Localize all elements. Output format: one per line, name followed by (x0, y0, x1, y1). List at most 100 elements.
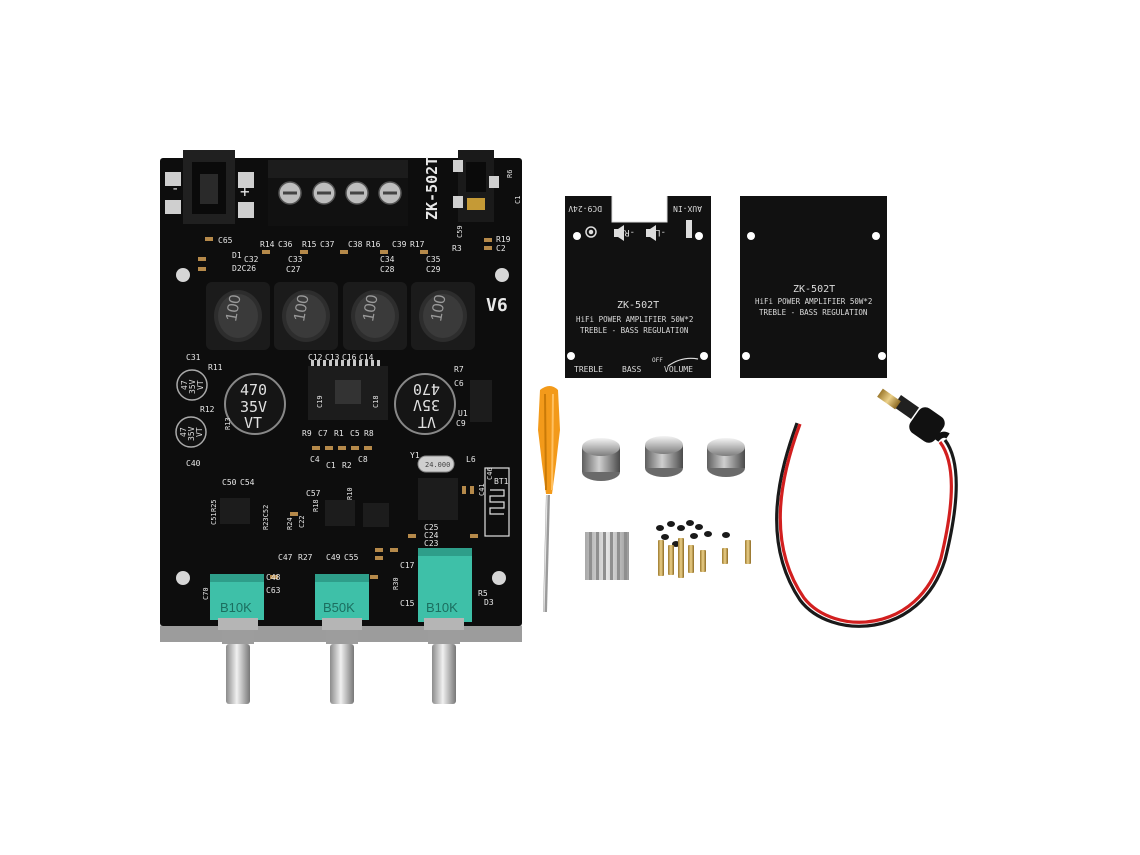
ref-u1: U1 (458, 409, 468, 418)
plate-bass-label: BASS (622, 365, 641, 374)
ref-c39: C39 (392, 240, 407, 249)
ref-c38: C38 (348, 240, 363, 249)
cap-small-top-3: VT (196, 380, 205, 390)
cap-small-bottom-3: VT (195, 427, 204, 437)
ref-c9: C9 (456, 419, 466, 428)
ref-r30: R30 (392, 577, 400, 590)
ref-r15: R15 (302, 240, 317, 249)
plate-treble-label: TREBLE (574, 365, 603, 374)
ref-c18: C18 (372, 395, 380, 408)
ref-c35: C35 (426, 255, 441, 264)
ref-r24: R24 (286, 517, 294, 530)
knob-2 (645, 436, 683, 477)
cap-right-line-2: 35V (413, 396, 440, 414)
potentiometer-bass (315, 574, 369, 704)
ref-c46: C46 (486, 467, 494, 480)
pot-label-2: B50K (323, 600, 355, 615)
ref-c31: C31 (186, 353, 201, 362)
plate-volume-label: VOLUME (664, 365, 693, 374)
ref-c1-top: C1 (514, 196, 522, 204)
ref-r13: R13 (224, 417, 232, 430)
inductor-label-1: 100 (223, 293, 244, 322)
ref-c16: C16 (342, 353, 357, 362)
ref-c4: C4 (310, 455, 320, 464)
speaker-r-icon (614, 225, 624, 241)
front-panel-plate (565, 196, 711, 378)
dc-power-jack (165, 150, 254, 224)
ref-c48: C48 (266, 573, 281, 582)
ref-r6: R6 (506, 170, 514, 178)
plate-dc-label: DC9-24V (568, 204, 602, 213)
ref-r9: R9 (302, 429, 312, 438)
bluetooth-module (418, 467, 510, 537)
plate-aux-label: AUX-IN (673, 204, 702, 213)
ref-r23c52: R23C52 (262, 505, 270, 530)
heatsink (585, 532, 629, 580)
ref-c65: C65 (218, 236, 233, 245)
large-capacitor-left (224, 373, 286, 435)
ref-c70: C70 (202, 587, 210, 600)
ref-y1: Y1 (410, 451, 420, 460)
ref-r7: R7 (454, 365, 464, 374)
ref-r12: R12 (200, 405, 215, 414)
speaker-l-icon (646, 225, 656, 241)
ref-c28: C28 (380, 265, 395, 274)
inductor-label-4: 100 (428, 293, 449, 322)
back-panel-plate (740, 196, 887, 378)
ref-c49: C49 (326, 553, 341, 562)
cap-small-top-2: 35V (188, 379, 197, 394)
ref-c23: C23 (424, 539, 439, 548)
large-capacitor-right (394, 373, 456, 435)
ref-c2: C2 (496, 244, 506, 253)
crystal-label: 24.000 (425, 461, 450, 469)
ref-r2: R2 (342, 461, 352, 470)
ref-c47: C47 (278, 553, 293, 562)
small-capacitors (175, 369, 208, 448)
ref-d3: D3 (484, 598, 494, 607)
aux-input-icon (686, 220, 692, 238)
ref-d1: D1 (232, 251, 242, 260)
potentiometer-volume (418, 548, 472, 704)
cap-right-line-1: VT (418, 413, 436, 431)
silkscreen-refs: C65 D1 D2C26 C32 R14 C36 R15 C37 C38 R16… (186, 170, 522, 608)
speaker-terminal-block (268, 160, 408, 226)
ref-r19: R19 (496, 235, 511, 244)
ref-c12: C12 (308, 353, 323, 362)
brass-standoffs (658, 538, 751, 578)
ref-c41: C41 (478, 483, 486, 496)
knob-3 (707, 438, 745, 477)
ref-c6: C6 (454, 379, 464, 388)
pot-label-1: B10K (220, 600, 252, 615)
ref-c32: C32 (244, 255, 259, 264)
ref-c13: C13 (325, 353, 340, 362)
ref-c19: C19 (316, 395, 324, 408)
ref-c51: C51 (210, 512, 218, 525)
inductor-label-2: 100 (291, 293, 312, 322)
ref-c57: C57 (306, 489, 321, 498)
plate-right-label: -R+ (618, 227, 635, 237)
dc-input-icon (585, 226, 597, 238)
board-model-label: ZK-502T (423, 157, 441, 220)
screwdriver (538, 386, 560, 613)
volume-arc-icon (667, 357, 699, 367)
ref-c7: C7 (318, 429, 328, 438)
ref-c29: C29 (426, 265, 441, 274)
ref-r27: R27 (298, 553, 313, 562)
op-amp-ics (220, 380, 492, 527)
knob-1 (582, 438, 620, 481)
ref-c27: C27 (286, 265, 301, 274)
ref-c8: C8 (358, 455, 368, 464)
ref-c59: C59 (456, 225, 464, 238)
ref-c55: C55 (344, 553, 359, 562)
ref-c17: C17 (400, 561, 415, 570)
ref-c33: C33 (288, 255, 303, 264)
pot-label-3: B10K (426, 600, 458, 615)
power-minus-label: - (171, 181, 179, 197)
ref-c54: C54 (240, 478, 255, 487)
plate-off-label: OFF (652, 357, 663, 364)
ref-r1: R1 (334, 429, 344, 438)
cap-small-bottom-1: 47 (179, 427, 188, 437)
plate-line-2: TREBLE - BASS REGULATION (580, 326, 688, 335)
ref-c36: C36 (278, 240, 293, 249)
